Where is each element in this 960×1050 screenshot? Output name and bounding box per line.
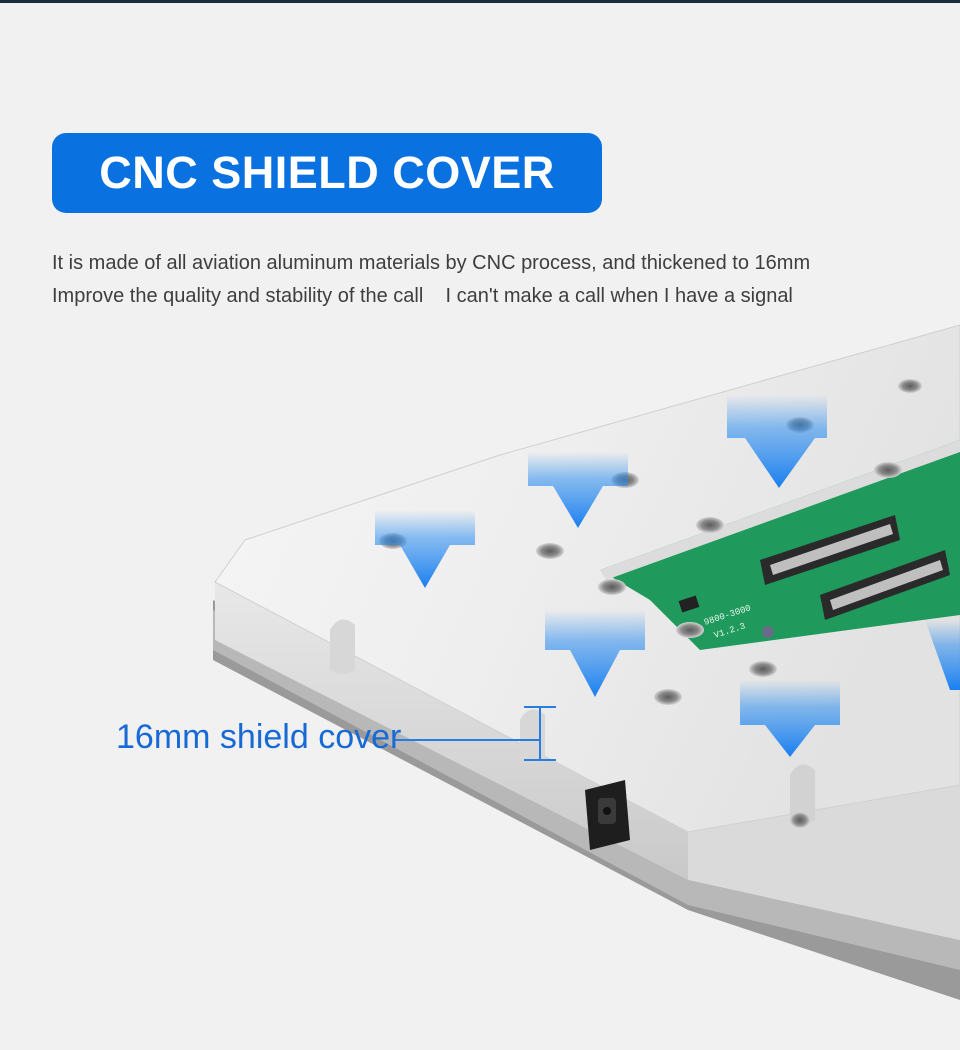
edge-notch: [790, 764, 815, 824]
description-line-1: It is made of all aviation aluminum mate…: [52, 252, 811, 274]
page-title: CNC SHIELD COVER: [99, 147, 555, 198]
down-arrow-icon: [740, 680, 840, 757]
pcb-chip: [678, 595, 700, 613]
thickness-dimension: [395, 706, 556, 761]
dc-jack-icon: [585, 780, 630, 850]
mounting-hole: [598, 579, 626, 595]
top-rule: [0, 0, 960, 3]
mounting-hole: [898, 379, 922, 393]
down-arrow-icon: [727, 395, 827, 488]
mounting-hole: [696, 517, 724, 533]
mounting-hole: [790, 812, 810, 828]
description-line-2: Improve the quality and stability of the…: [52, 285, 793, 307]
down-arrow-icon: [925, 620, 960, 690]
mounting-hole: [874, 462, 902, 478]
down-arrows: [375, 395, 960, 757]
title-badge: CNC SHIELD COVER: [52, 133, 602, 213]
mounting-hole: [654, 689, 682, 705]
mounting-hole: [676, 622, 704, 638]
down-arrow-icon: [528, 452, 628, 528]
pcb-via: [762, 626, 774, 638]
callout-label: 16mm shield cover: [116, 718, 402, 756]
down-arrow-icon: [545, 610, 645, 697]
mounting-hole: [536, 543, 564, 559]
mounting-hole: [749, 661, 777, 677]
edge-notch: [520, 709, 545, 764]
edge-notch: [330, 619, 355, 674]
down-arrow-icon: [375, 510, 475, 588]
